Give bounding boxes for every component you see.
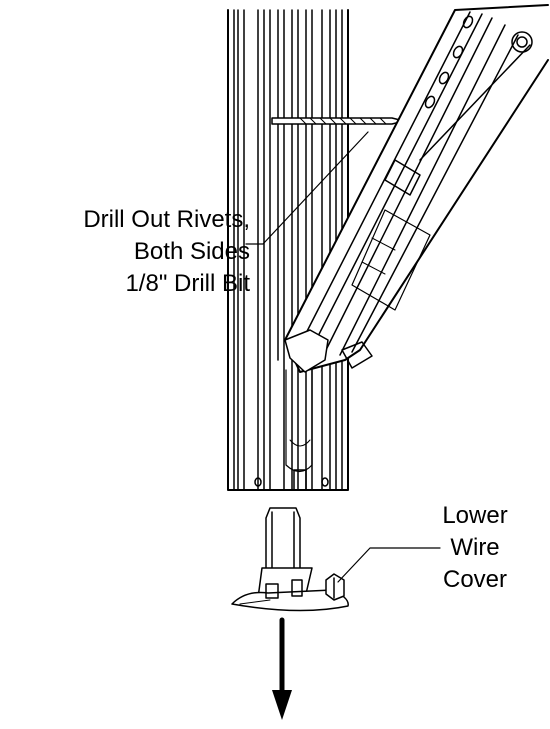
wire-cover-callout-line3: Cover [442, 566, 508, 593]
wire-cover-callout-leader [337, 547, 441, 583]
down-arrow [272, 617, 292, 720]
drill-bit [271, 117, 412, 125]
wire-cover-callout-label: Lower Wire Cover [420, 500, 530, 596]
drill-callout-line3: 1/8" Drill Bit [125, 270, 250, 297]
drill-callout-leader [245, 131, 369, 245]
drill-callout-label: Drill Out Rivets, Both Sides 1/8" Drill … [0, 204, 250, 300]
lower-wire-cover [231, 507, 349, 612]
wire-cover-callout-line1: Lower [442, 502, 508, 529]
boom-arm [284, 4, 549, 373]
drill-callout-line1: Drill Out Rivets, [83, 206, 250, 233]
wire-cover-callout-line2: Wire [450, 534, 500, 561]
drill-callout-line2: Both Sides [133, 238, 250, 265]
